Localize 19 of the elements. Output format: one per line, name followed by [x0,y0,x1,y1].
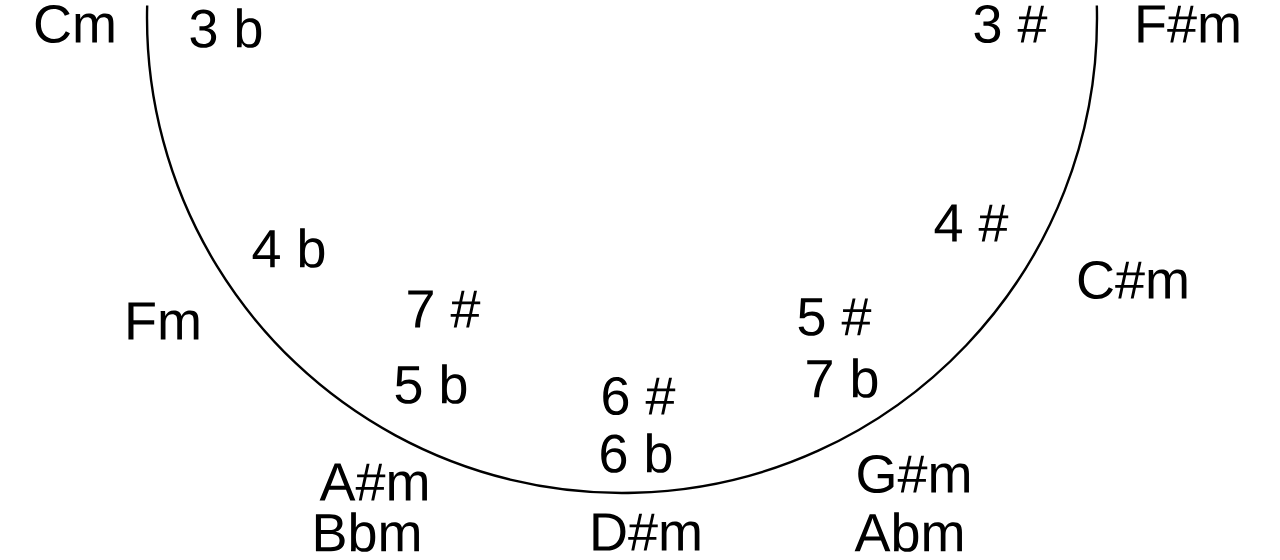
key-label: Bbm [315,512,419,552]
key-label: Abm [854,512,962,552]
key-label: D#m [593,513,700,551]
key-label: G#m [858,454,969,494]
accidental-count: 5 # [798,298,872,336]
key-label: F#m [1138,5,1239,43]
key-label: A#m [319,463,427,501]
accidental-count: 7 b [807,358,878,398]
accidental-count: 3 # [974,4,1048,44]
accidental-count: 6 # [603,376,676,416]
key-label: Fm [128,302,199,340]
accidental-count: 4 b [252,228,325,268]
key-label: C#m [1078,260,1187,300]
accidental-count: 7 # [408,290,481,328]
key-label: Cm [35,4,114,44]
accidental-count: 4 # [934,204,1009,242]
accidental-count: 3 b [190,8,262,48]
accidental-count: 5 b [395,364,467,404]
accidental-count: 6 b [601,433,672,473]
